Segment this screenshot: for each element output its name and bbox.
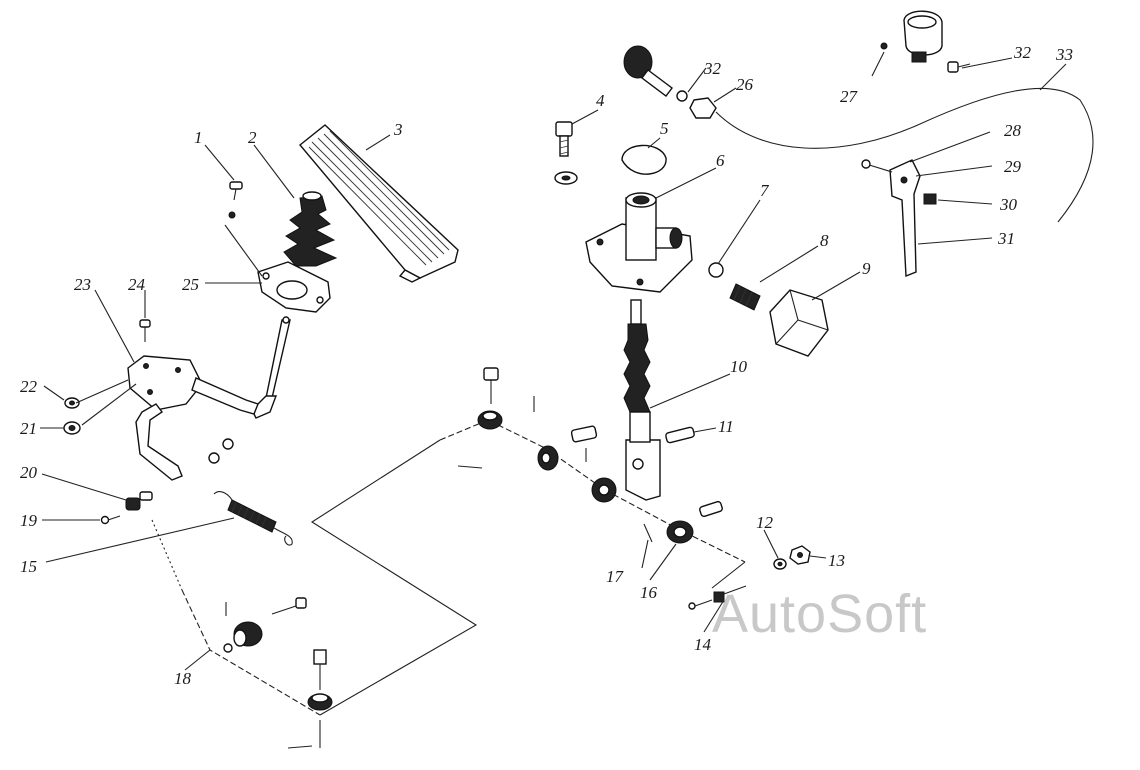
callout-21: 21 [20, 419, 37, 438]
callout-32b: 32 [1013, 43, 1032, 62]
callout-30: 30 [999, 195, 1018, 214]
callout-18: 18 [174, 669, 192, 688]
callout-26: 26 [736, 75, 754, 94]
roller-upper-left [457, 367, 535, 469]
intermediate-lever [623, 299, 661, 501]
pedal-boot [283, 191, 338, 267]
gasket-plate [257, 261, 331, 313]
callout-8: 8 [820, 231, 829, 250]
pedal-bracket [127, 355, 259, 481]
callout-10: 10 [730, 357, 748, 376]
callout-7: 7 [760, 181, 770, 200]
pedal-housing-6 [585, 192, 693, 293]
screw-24 [139, 319, 151, 342]
callout-6: 6 [716, 151, 725, 170]
callout-32a: 32 [703, 59, 722, 78]
callout-24: 24 [128, 275, 146, 294]
pin-11 [665, 426, 695, 444]
roller-18 [223, 597, 307, 653]
bushing-20 [125, 491, 153, 511]
choke-knob [623, 45, 717, 119]
clamp-27 [880, 10, 971, 73]
callout-28: 28 [1004, 121, 1022, 140]
cap-5 [621, 144, 667, 175]
callout-16: 16 [640, 583, 658, 602]
callout-5: 5 [660, 119, 669, 138]
bolt-4 [554, 121, 578, 185]
leader-lines [40, 51, 1067, 671]
return-spring [213, 491, 293, 546]
washer-12 [773, 558, 787, 570]
plug-9 [769, 289, 829, 357]
pedal-rod [251, 316, 291, 419]
roller-16 [591, 477, 723, 544]
callout-29: 29 [1004, 157, 1022, 176]
nut-small [208, 438, 234, 464]
callout-22: 22 [20, 377, 38, 396]
callout-14: 14 [694, 635, 712, 654]
roller-middle [537, 425, 598, 471]
throttle-cable-33 [715, 87, 1094, 223]
accelerator-pedal [299, 124, 459, 283]
callout-11: 11 [718, 417, 734, 436]
callout-17: 17 [606, 567, 625, 586]
callout-19: 19 [20, 511, 38, 530]
callout-33: 33 [1055, 45, 1073, 64]
callout-20: 20 [20, 463, 38, 482]
callout-3: 3 [393, 120, 403, 139]
callout-1: 1 [194, 128, 203, 147]
nut-13 [789, 545, 811, 565]
screw-1 [228, 181, 243, 219]
callout-9: 9 [862, 259, 871, 278]
callout-labels: 1 2 3 4 5 6 7 8 9 10 11 12 13 14 15 16 1… [20, 43, 1073, 688]
callout-2: 2 [248, 128, 257, 147]
callout-15: 15 [20, 557, 37, 576]
nut-21 [63, 421, 81, 435]
callout-27: 27 [840, 87, 859, 106]
callout-31: 31 [997, 229, 1015, 248]
roller-lower [287, 649, 333, 749]
bolt-14 [688, 585, 747, 610]
callout-23: 23 [74, 275, 91, 294]
ball-7 [708, 262, 724, 278]
callout-4: 4 [596, 91, 605, 110]
spring-8 [729, 283, 761, 311]
nut-22 [64, 397, 80, 409]
callout-13: 13 [828, 551, 845, 570]
bracket-31 [861, 159, 937, 278]
screw-19 [100, 515, 121, 525]
callout-12: 12 [756, 513, 774, 532]
callout-25: 25 [182, 275, 199, 294]
